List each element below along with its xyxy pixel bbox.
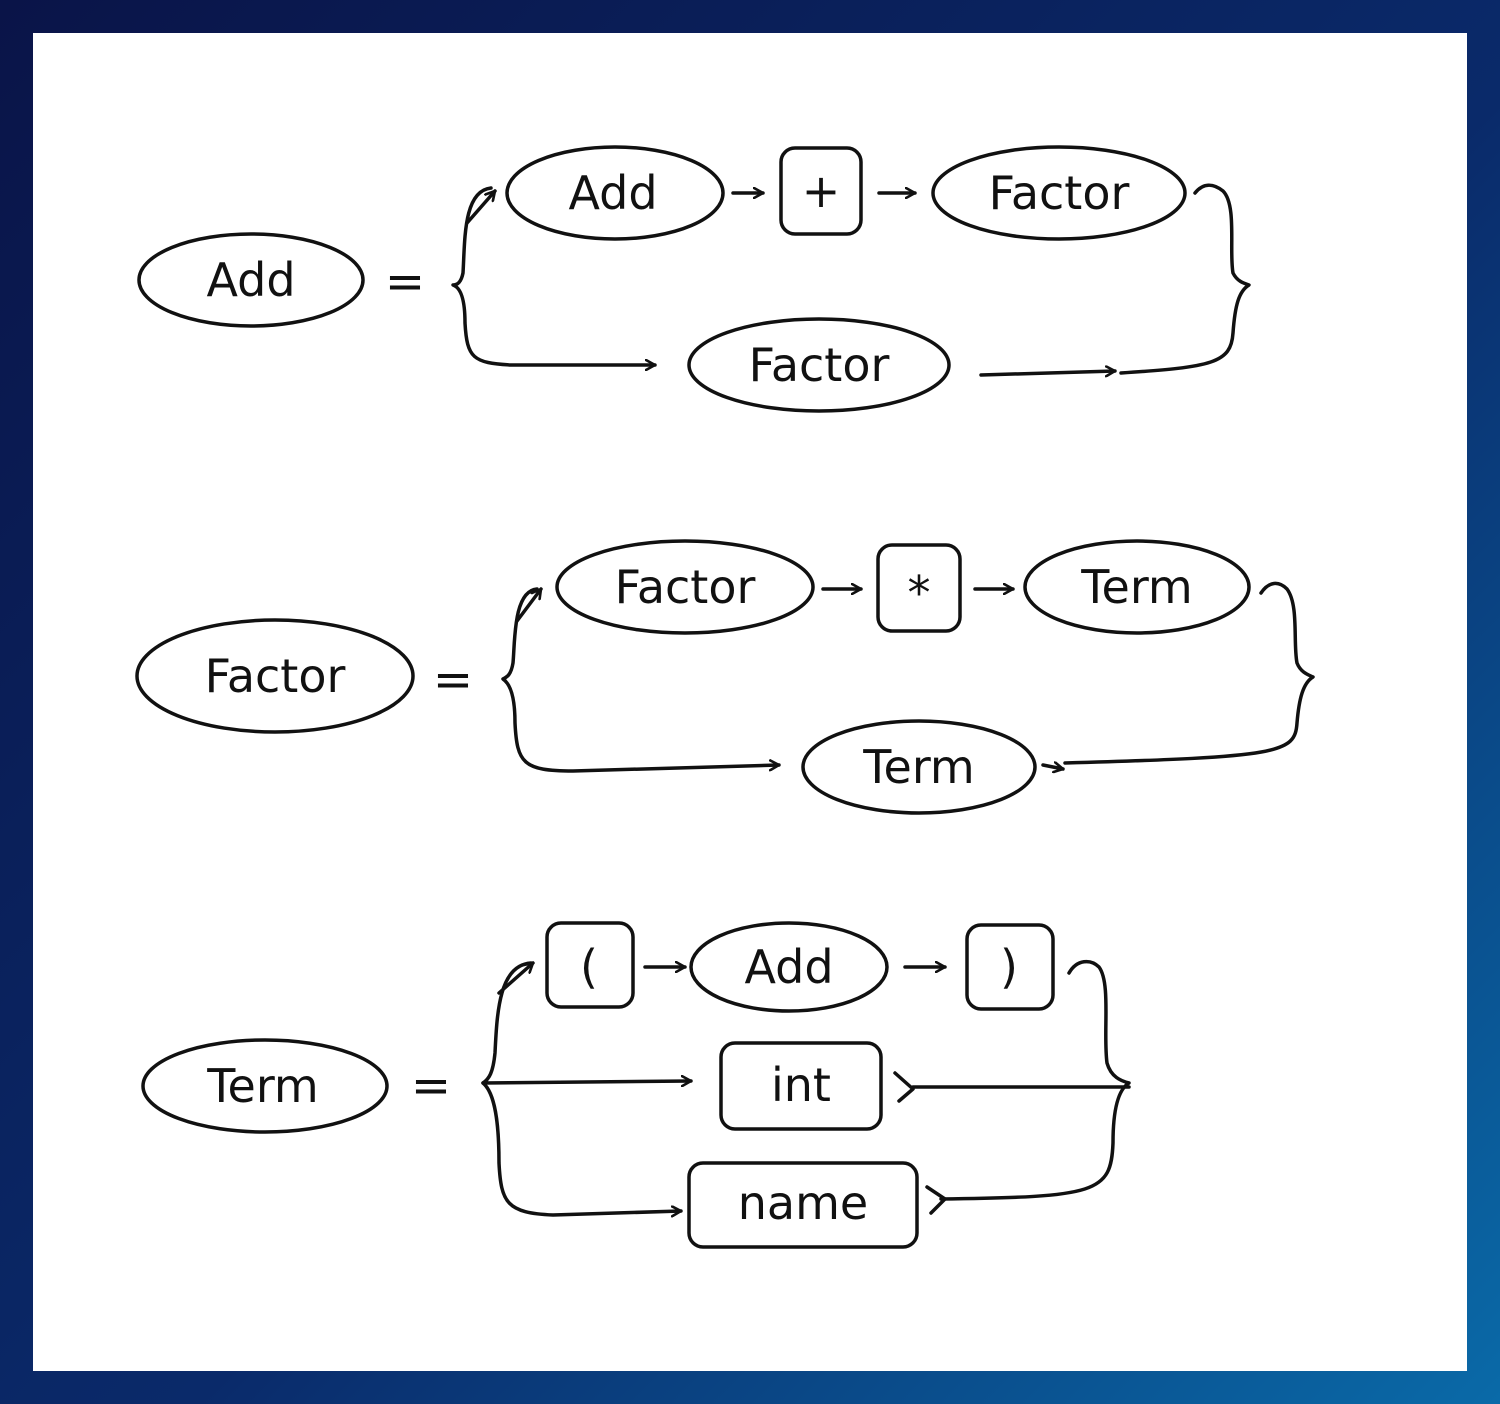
rule-factor-alt2-node-1-label: Term bbox=[862, 740, 975, 794]
rule-factor-head-node bbox=[135, 618, 415, 734]
rule-add-head-label: Add bbox=[206, 253, 295, 307]
rule-add-alt1-node-3-label: Factor bbox=[989, 166, 1130, 220]
rule-factor-alt1-node-1-label: Factor bbox=[615, 560, 756, 614]
rule-term-left-brace-bottom bbox=[481, 1081, 683, 1215]
rule-term-head-node bbox=[141, 1038, 389, 1134]
rule-add-alt1-node-2-label: + bbox=[802, 164, 841, 218]
rule-factor-alt1-node-2 bbox=[876, 543, 962, 633]
rule-term-branch-1-entry-arrow bbox=[497, 961, 535, 995]
rule-term-alt1-node-1 bbox=[545, 921, 635, 1009]
rule-term-alt3-node-1 bbox=[687, 1161, 919, 1249]
rule-term: Term = ( Add ) int name bbox=[141, 921, 1131, 1249]
rule-term-right-brace bbox=[939, 959, 1131, 1201]
rule-term-alt2-exit-chevron bbox=[893, 1071, 915, 1103]
rule-term-left-brace-top bbox=[481, 961, 693, 1083]
rule-term-alt1-node-1-label: ( bbox=[580, 940, 598, 994]
rule-term-alt2-node-1-label: int bbox=[771, 1058, 831, 1112]
rule-add-alt2-exit-arrow bbox=[979, 371, 1117, 375]
rule-factor: Factor = Factor * Term Term bbox=[135, 539, 1315, 815]
rule-factor-alt1-node-3-label: Term bbox=[1080, 560, 1193, 614]
rule-add-right-brace bbox=[1119, 183, 1251, 375]
rule-add-left-brace bbox=[451, 186, 657, 365]
rule-term-head-label: Term bbox=[206, 1059, 319, 1113]
rule-add-equals: = bbox=[385, 254, 425, 310]
rule-term-equals: = bbox=[411, 1058, 451, 1114]
rule-term-alt1-node-3 bbox=[965, 923, 1055, 1011]
rule-term-alt1-node-2-label: Add bbox=[744, 940, 833, 994]
rule-add-alt1-node-3 bbox=[931, 145, 1187, 241]
rule-factor-alt2-node-1 bbox=[801, 719, 1037, 815]
rule-add-alt1-node-1-label: Add bbox=[568, 166, 657, 220]
rule-factor-alt1-node-1 bbox=[555, 539, 815, 635]
rule-factor-head-label: Factor bbox=[205, 649, 346, 703]
rule-term-alt3-node-1-label: name bbox=[738, 1176, 868, 1230]
rule-term-alt1-node-3-label: ) bbox=[1000, 940, 1018, 994]
rule-add-head-node bbox=[137, 232, 365, 328]
rule-factor-alt2-exit-arrow bbox=[1041, 765, 1065, 769]
rule-term-alt1-node-2 bbox=[689, 921, 889, 1013]
rule-factor-alt1-node-3 bbox=[1023, 539, 1251, 635]
rule-factor-left-brace bbox=[501, 587, 781, 773]
rule-add-alt1-node-2 bbox=[779, 146, 863, 236]
rule-factor-alt1-node-2-label: * bbox=[908, 566, 931, 620]
diagram-canvas: Add = Add + Factor Factor Factor = bbox=[33, 33, 1467, 1371]
rule-factor-branch-1-entry-arrow bbox=[515, 587, 543, 623]
rule-add: Add = Add + Factor Factor bbox=[137, 145, 1251, 413]
rule-add-alt2-node-1 bbox=[687, 317, 951, 413]
rule-term-alt2-node-1 bbox=[719, 1041, 883, 1131]
rule-add-branch-1-entry-arrow bbox=[465, 189, 497, 225]
grammar-diagram: Add = Add + Factor Factor Factor = bbox=[135, 145, 1315, 1249]
rule-factor-right-brace bbox=[1063, 581, 1315, 765]
rule-factor-equals: = bbox=[433, 652, 473, 708]
rule-term-alt3-exit-chevron bbox=[925, 1185, 947, 1215]
rule-add-alt2-node-1-label: Factor bbox=[749, 338, 890, 392]
rule-add-alt1-node-1 bbox=[505, 145, 725, 241]
